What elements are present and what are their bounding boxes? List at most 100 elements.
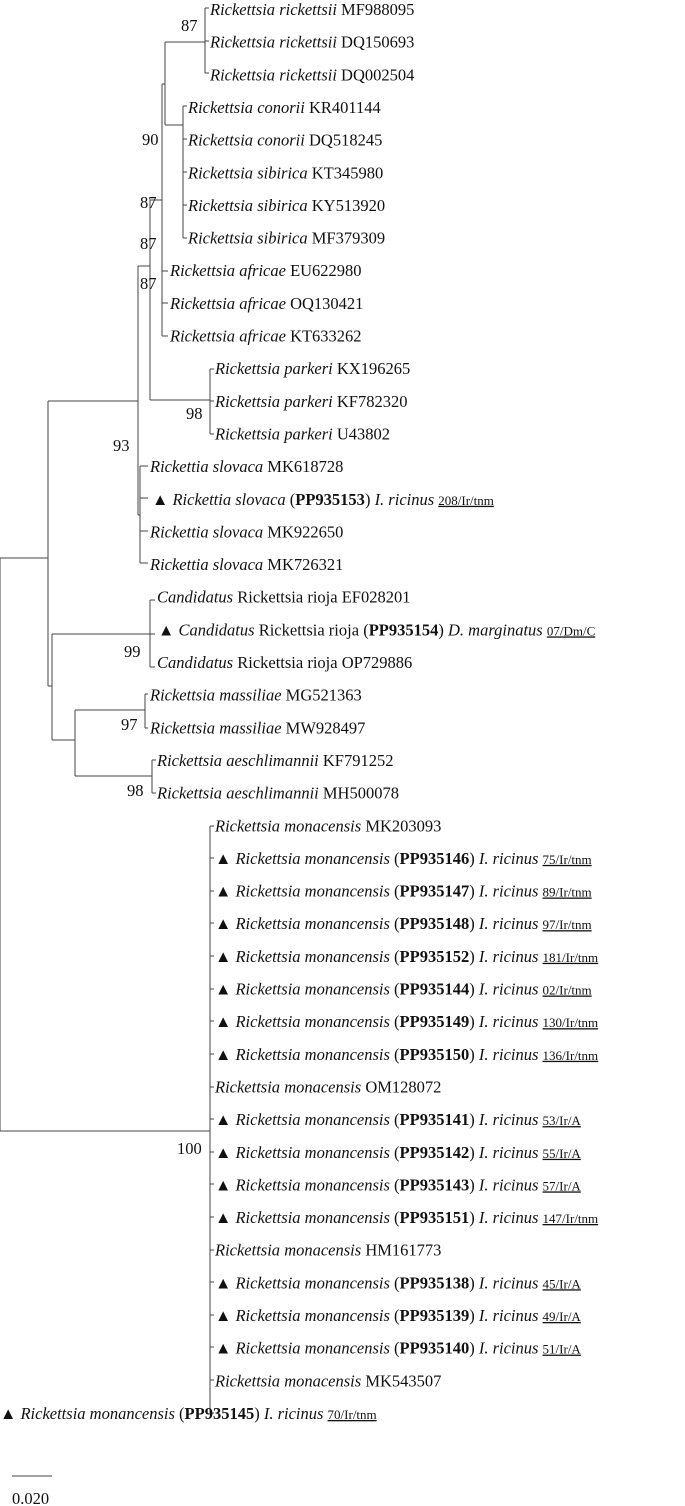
paren: )	[469, 1045, 479, 1064]
leaf-label: Rickettia slovaca MK618728	[149, 457, 343, 476]
species-name: africae	[239, 294, 286, 313]
bootstrap-value: 87	[140, 274, 157, 293]
species-name: monancensis	[305, 1143, 390, 1162]
paren: (	[390, 1045, 400, 1064]
paren: )	[469, 1143, 479, 1162]
paren: )	[469, 1110, 479, 1129]
paren: )	[469, 1339, 479, 1358]
triangle-marker-icon: ▲	[215, 1175, 231, 1194]
species-name: sibirica	[257, 196, 307, 215]
paren: (	[390, 1273, 400, 1292]
genus-name: Rickettsia	[169, 327, 235, 346]
host-tick-name: I. ricinus	[478, 849, 539, 868]
genus-name: Rickettsia	[187, 98, 253, 117]
genus-name: Rickettsia	[169, 294, 235, 313]
species-name: conorii	[257, 98, 305, 117]
leaf-label: Rickettsia massiliae MG521363	[149, 686, 362, 705]
new-accession-number: PP935150	[400, 1045, 470, 1064]
leaf-label: Rickettia slovaca MK922650	[149, 522, 343, 541]
host-tick-name: I. ricinus	[478, 1273, 539, 1292]
species-name: parkeri	[283, 424, 333, 443]
host-tick-name: I. ricinus	[478, 1175, 539, 1194]
host-tick-name: I. ricinus	[478, 1339, 539, 1358]
genus-name: Rickettsia	[156, 784, 222, 803]
leaf-label: ▲ Candidatus Rickettsia rioja (PP935154)…	[158, 620, 595, 639]
host-tick-name: I. ricinus	[478, 1012, 539, 1031]
species-name: monancensis	[305, 980, 390, 999]
sample-code: 97/Ir/tnm	[543, 917, 592, 932]
leaf-label: ▲ Rickettsia monancensis (PP935148) I. r…	[215, 914, 592, 933]
bootstrap-value: 100	[177, 1139, 202, 1158]
triangle-marker-icon: ▲	[215, 849, 231, 868]
genus-name: Rickettsia	[234, 914, 300, 933]
host-tick-name: I. ricinus	[478, 1306, 539, 1325]
paren: (	[390, 1175, 400, 1194]
genus-name: Rickettsia	[214, 1241, 280, 1260]
bootstrap-value: 87	[140, 193, 157, 212]
leaf-label: Rickettsia conorii DQ518245	[187, 131, 382, 150]
species-name: monancensis	[305, 1012, 390, 1031]
genus-name: Rickettia	[149, 555, 209, 574]
sample-code: 49/Ir/A	[543, 1309, 582, 1324]
paren: (	[175, 1404, 185, 1423]
sample-code: 57/Ir/A	[543, 1178, 582, 1193]
species-name: aeschlimannii	[226, 751, 319, 770]
paren: (	[390, 914, 400, 933]
triangle-marker-icon: ▲	[215, 947, 231, 966]
paren: (	[390, 1110, 400, 1129]
bootstrap-values: 87 90 87 87 87 98 93 99 97 98 100	[113, 16, 203, 1158]
genus-name: Rickettsia	[209, 65, 275, 84]
species-name: sibirica	[257, 229, 307, 248]
genus-name: Rickettsia	[234, 1012, 300, 1031]
accession-number: DQ518245	[309, 131, 382, 150]
accession-number: KX196265	[337, 359, 410, 378]
leaf-label: Rickettsia monacensis HM161773	[214, 1241, 441, 1260]
species-name: monancensis	[305, 1339, 390, 1358]
genus-name: Rickettsia	[149, 718, 215, 737]
accession-number: HM161773	[365, 1241, 441, 1260]
species-name: slovaca	[213, 522, 263, 541]
paren: )	[469, 914, 479, 933]
triangle-marker-icon: ▲	[215, 1143, 231, 1162]
genus-name: Rickettsia	[214, 359, 280, 378]
bootstrap-value: 90	[142, 130, 159, 149]
leaf-label: Rickettsia aeschlimannii MH500078	[156, 784, 399, 803]
new-accession-number: PP935140	[400, 1339, 470, 1358]
genus-name: Rickettsia	[234, 882, 300, 901]
triangle-marker-icon: ▲	[0, 1404, 16, 1423]
leaf-label: Rickettsia rickettsii DQ002504	[209, 65, 414, 84]
new-accession-number: PP935153	[295, 490, 365, 509]
species-name: aeschlimannii	[226, 784, 319, 803]
accession-number: KR401144	[309, 98, 381, 117]
genus-name: Rickettsia	[234, 1110, 300, 1129]
paren: )	[469, 980, 479, 999]
accession-number: KT345980	[312, 163, 384, 182]
new-accession-number: PP935145	[185, 1404, 255, 1423]
genus-name: Rickettia	[149, 522, 209, 541]
paren: (	[390, 947, 400, 966]
leaf-label: Rickettsia parkeri KX196265	[214, 359, 410, 378]
new-accession-number: PP935152	[400, 947, 470, 966]
host-tick-name: I. ricinus	[374, 490, 435, 509]
accession-number: KT633262	[290, 327, 362, 346]
genus-name: Rickettsia	[19, 1404, 85, 1423]
accession-number: OQ130421	[290, 294, 363, 313]
paren: )	[469, 1012, 479, 1031]
genus-name: Rickettsia	[234, 1339, 300, 1358]
species-name: slovaca	[213, 457, 263, 476]
paren: (	[390, 980, 400, 999]
species-name: monancensis	[305, 947, 390, 966]
new-accession-number: PP935149	[400, 1012, 470, 1031]
accession-number: MF379309	[312, 229, 385, 248]
sample-code: 89/Ir/tnm	[543, 885, 592, 900]
paren: (	[390, 1306, 400, 1325]
leaf-label: Rickettsia monacensis MK543507	[214, 1371, 441, 1390]
accession-number: KY513920	[312, 196, 385, 215]
host-tick-name: I. ricinus	[478, 1045, 539, 1064]
new-accession-number: PP935138	[400, 1273, 470, 1292]
paren: (	[390, 882, 400, 901]
accession-number: OM128072	[365, 1078, 441, 1097]
paren: )	[469, 1175, 479, 1194]
bootstrap-value: 93	[113, 436, 130, 455]
leaf-label: Rickettsia sibirica KT345980	[187, 163, 383, 182]
